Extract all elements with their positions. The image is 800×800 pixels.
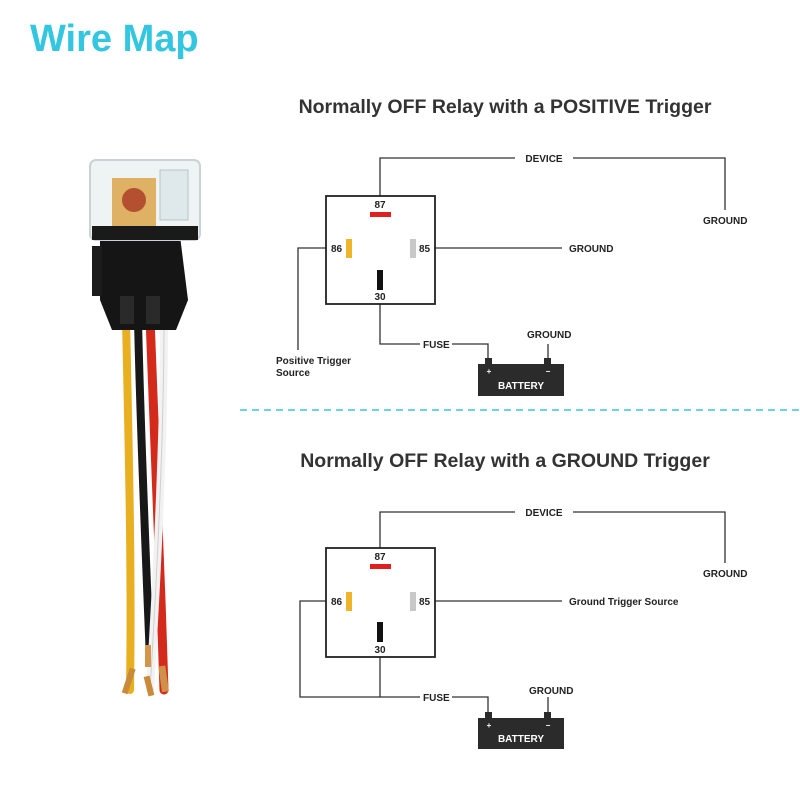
battery: + − BATTERY	[478, 358, 564, 396]
label-ground-right: GROUND	[703, 216, 747, 227]
battery: + − BATTERY	[478, 712, 564, 749]
battery-label: BATTERY	[498, 734, 544, 745]
wire-30-to-fuse	[379, 657, 489, 716]
battery-minus: −	[546, 721, 551, 730]
relay-harness-illustration	[89, 159, 201, 697]
pin-30-bar	[377, 622, 383, 642]
diagram-positive: 87 86 85 30 DEVICE GROUND GROUND FUSE GR…	[276, 154, 747, 396]
pin-30-label: 30	[374, 645, 386, 656]
pin-85-bar	[410, 592, 416, 611]
pin-87-label: 87	[374, 552, 386, 563]
battery-label: BATTERY	[498, 381, 544, 392]
battery-minus: −	[546, 367, 551, 376]
pin-87-bar	[370, 212, 391, 217]
diagram-ground-title: Normally OFF Relay with a GROUND Trigger	[300, 450, 710, 472]
label-pin85-target: GROUND	[569, 244, 613, 255]
label-ground-right: GROUND	[703, 569, 747, 580]
label-pin85-target: Ground Trigger Source	[569, 597, 679, 608]
label-device: DEVICE	[525, 508, 563, 519]
wire-86-to-trigger	[297, 247, 326, 350]
battery-plus: +	[487, 721, 492, 730]
pin-86-bar	[346, 592, 352, 611]
label-fuse: FUSE	[423, 693, 450, 704]
diagram-positive-title: Normally OFF Relay with a POSITIVE Trigg…	[298, 96, 712, 118]
label-device: DEVICE	[525, 154, 563, 165]
pin-87-bar	[370, 564, 391, 569]
label-trigger-line2: Source	[276, 368, 310, 379]
pin-85-label: 85	[419, 244, 431, 255]
label-battery-ground: GROUND	[529, 686, 573, 697]
wire-87-to-device	[379, 511, 726, 563]
label-battery-ground: GROUND	[527, 330, 571, 341]
pin-85-label: 85	[419, 597, 431, 608]
wire-86-to-fuse-loop	[299, 600, 380, 698]
diagram-ground: 87 86 85 30 DEVICE GROUND Ground Trigger…	[299, 508, 747, 749]
battery-plus: +	[487, 367, 492, 376]
wire-87-to-device	[379, 157, 726, 210]
pin-87-label: 87	[374, 200, 386, 211]
page-title: Wire Map	[30, 18, 199, 60]
label-trigger-line1: Positive Trigger	[276, 356, 351, 367]
pin-86-label: 86	[331, 597, 343, 608]
pin-30-label: 30	[374, 292, 386, 303]
pin-30-bar	[377, 270, 383, 290]
label-fuse: FUSE	[423, 340, 450, 351]
pin-86-bar	[346, 239, 352, 258]
pin-86-label: 86	[331, 244, 343, 255]
pin-85-bar	[410, 239, 416, 258]
wire-30-to-fuse	[379, 304, 489, 362]
